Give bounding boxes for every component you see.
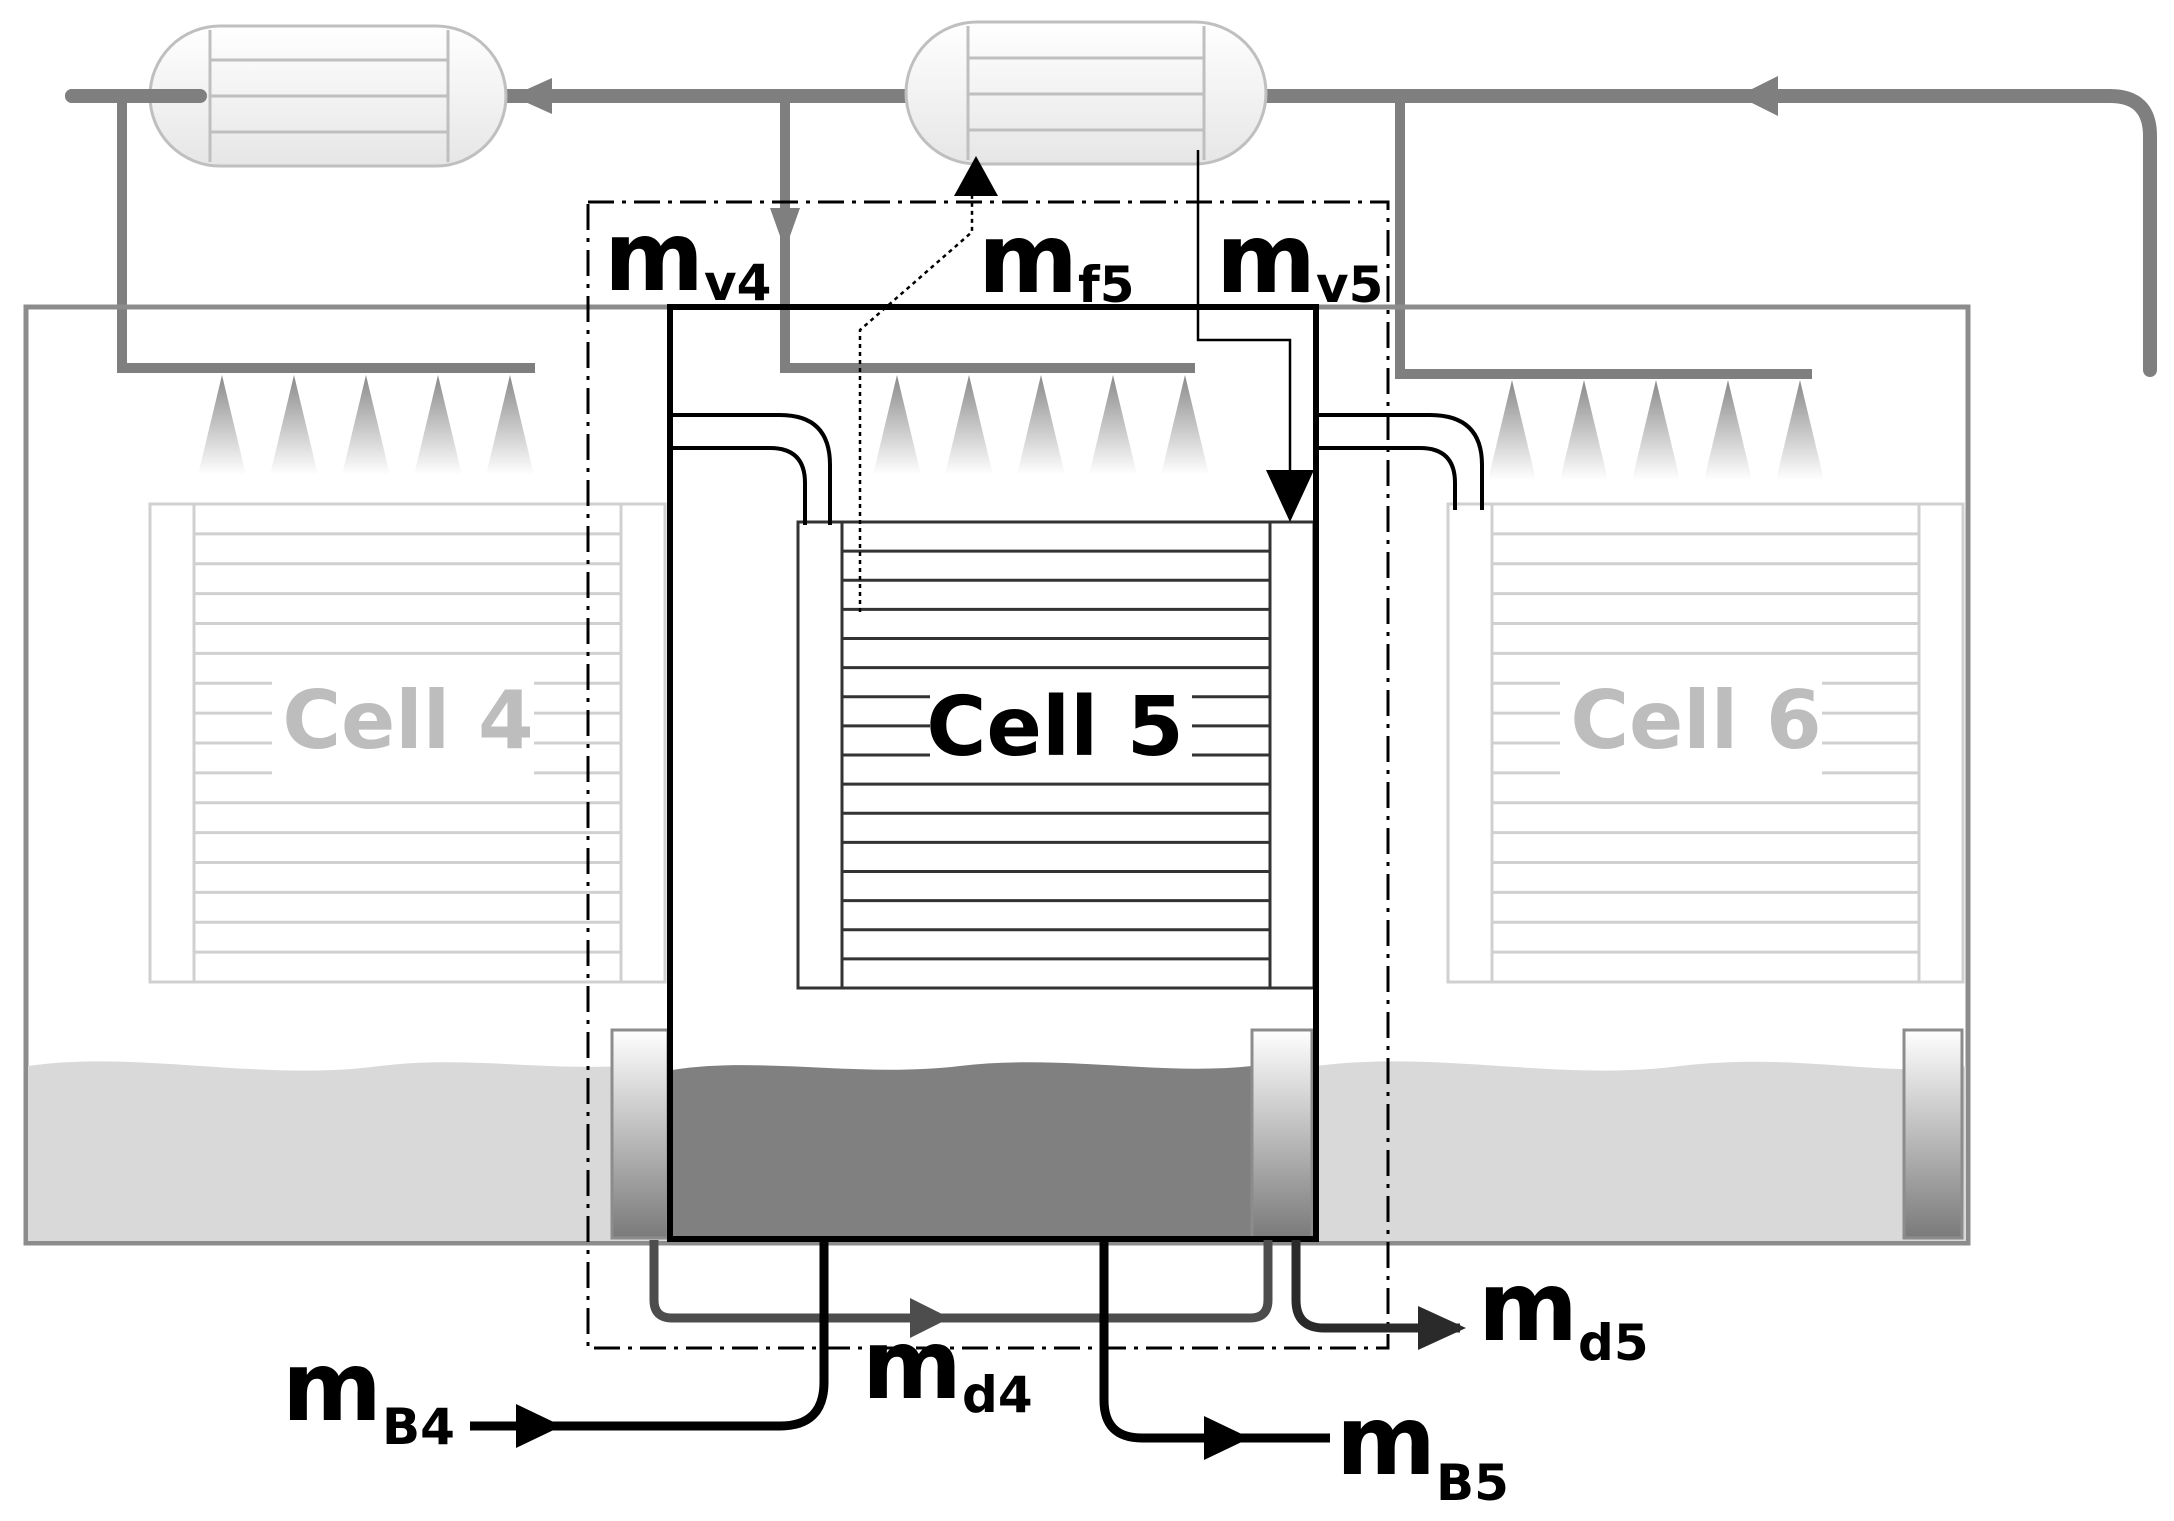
spray-cone — [1161, 375, 1209, 475]
condenser-tank-1 — [148, 24, 508, 168]
spray-cone — [198, 375, 246, 475]
cell5-label: Cell 5 — [926, 680, 1184, 775]
flow-mB5-arrow — [1204, 1416, 1250, 1460]
flow-mf5-arrow — [954, 156, 998, 196]
tube-bundle-cell5 — [796, 520, 1316, 990]
flow-md5-path — [1291, 1240, 1460, 1333]
flow-label-mv5: mv5 — [1216, 203, 1383, 315]
header-arrow-right — [1738, 76, 1778, 116]
brine-pool-center — [672, 1062, 1252, 1239]
flow-md5-arrow — [1418, 1306, 1466, 1350]
spray-cone — [1089, 375, 1137, 475]
branch-to-cell4 — [117, 96, 535, 373]
brine-pool-right — [1316, 1061, 1966, 1241]
flow-mB5-path — [1099, 1240, 1330, 1443]
header-pipe — [65, 89, 2157, 377]
condenser-tank-2 — [904, 20, 1268, 166]
flow-label-mB4: mB4 — [282, 1331, 455, 1456]
label-cell4: Cell 4 — [272, 668, 534, 776]
flow-label-mv4: mv4 — [604, 201, 771, 313]
flow-label-mf5: mf5 — [978, 203, 1135, 315]
vapor-header — [65, 20, 2157, 379]
cell4-label: Cell 4 — [282, 674, 533, 767]
spray-cone — [1704, 380, 1752, 480]
spray-cone — [414, 375, 462, 475]
flow-mv5-path — [1196, 150, 1292, 480]
spray-cone — [1488, 380, 1536, 480]
spray-cone — [1017, 375, 1065, 475]
spray-cone — [270, 375, 318, 475]
header-arrow-left — [512, 78, 552, 114]
cell5-border — [667, 304, 1319, 1242]
vapor-duct-right — [1316, 413, 1484, 510]
tube-bundle-cell4 — [148, 502, 667, 984]
flow-label-md5: md5 — [1478, 1251, 1649, 1372]
cell6-label: Cell 6 — [1570, 674, 1821, 767]
spray-cone — [1776, 380, 1824, 480]
spray-cone — [945, 375, 993, 475]
brine-pool-left — [28, 1061, 672, 1241]
weir-left — [610, 1028, 670, 1240]
flow-mv5-arrow — [1266, 470, 1314, 522]
flow-label-mB5: mB5 — [1336, 1385, 1509, 1512]
spray-cone — [1632, 380, 1680, 480]
label-cell6: Cell 6 — [1560, 668, 1822, 776]
label-cell5: Cell 5 — [926, 672, 1192, 782]
weir-right — [1902, 1028, 1964, 1240]
spray-cone — [342, 375, 390, 475]
branch-arrow-down — [770, 208, 800, 250]
flow-md4-path — [649, 1240, 1273, 1323]
flow-mB4-path — [470, 1240, 829, 1431]
spray-nozzles-cell5 — [873, 375, 1209, 475]
vapor-duct-left — [672, 413, 832, 525]
control-volume-boundary — [586, 200, 1390, 1350]
spray-cone — [873, 375, 921, 475]
flow-md4-arrow — [910, 1298, 950, 1338]
spray-cone — [1560, 380, 1608, 480]
weir-center — [1250, 1028, 1314, 1240]
flow-label-md4: md4 — [862, 1309, 1033, 1424]
spray-nozzles — [198, 375, 1824, 480]
flow-mB4-arrow — [516, 1404, 562, 1448]
spray-cone — [486, 375, 534, 475]
branch-to-cell6 — [1395, 96, 1812, 379]
